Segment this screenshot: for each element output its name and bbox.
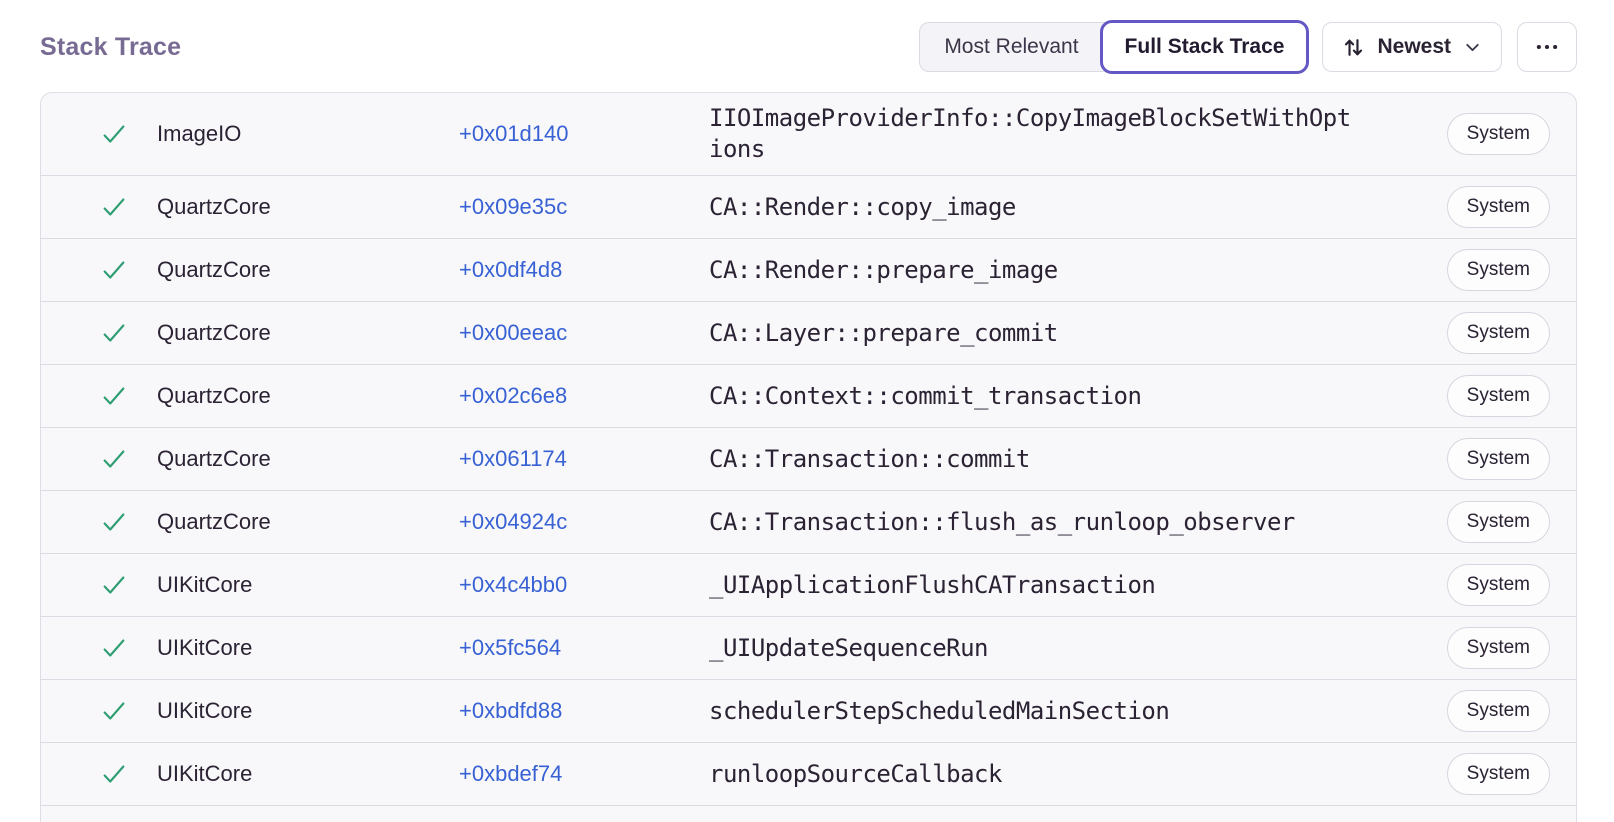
frame-function: _UIUpdateSequenceRun xyxy=(709,633,988,662)
frame-status-badge: System xyxy=(1446,438,1550,480)
stack-frame-row[interactable]: ImageIO +0x01d140 IIOImageProviderInfo::… xyxy=(41,93,1576,176)
frame-status-badge: System xyxy=(1446,113,1550,155)
frame-status-badge: System xyxy=(1446,312,1550,354)
next-row-partial xyxy=(41,806,1576,822)
frame-module: UIKitCore xyxy=(157,698,253,723)
frame-status-badge: System xyxy=(1446,249,1550,291)
frame-function: CA::Transaction::commit xyxy=(709,444,1030,473)
page-title: Stack Trace xyxy=(40,32,182,61)
frame-address-link[interactable]: +0x0df4d8 xyxy=(459,257,563,282)
frame-address-link[interactable]: +0x02c6e8 xyxy=(459,383,568,408)
checkmark-icon xyxy=(71,507,157,537)
view-toggle-group: Most Relevant Full Stack Trace xyxy=(919,20,1310,74)
frame-address-link[interactable]: +0x00eeac xyxy=(459,320,568,345)
stack-frame-row[interactable]: UIKitCore +0xbdef74 runloopSourceCallbac… xyxy=(41,743,1576,806)
frame-address-link[interactable]: +0xbdfd88 xyxy=(459,698,563,723)
frame-status-badge: System xyxy=(1446,375,1550,417)
frame-function: CA::Transaction::flush_as_runloop_observ… xyxy=(709,507,1295,536)
stack-frame-row[interactable]: UIKitCore +0x4c4bb0 _UIApplicationFlushC… xyxy=(41,554,1576,617)
frame-address-link[interactable]: +0x09e35c xyxy=(459,194,568,219)
toggle-full-stack-trace-button[interactable]: Full Stack Trace xyxy=(1099,20,1310,74)
checkmark-icon xyxy=(71,696,157,726)
frame-address-link[interactable]: +0x5fc564 xyxy=(459,635,562,660)
frame-module: UIKitCore xyxy=(157,635,253,660)
stack-frame-row[interactable]: UIKitCore +0x5fc564 _UIUpdateSequenceRun… xyxy=(41,617,1576,680)
checkmark-icon xyxy=(71,570,157,600)
frame-function: _UIApplicationFlushCATransaction xyxy=(709,570,1156,599)
frame-address-link[interactable]: +0x4c4bb0 xyxy=(459,572,568,597)
stack-trace-panel: ImageIO +0x01d140 IIOImageProviderInfo::… xyxy=(40,92,1577,822)
checkmark-icon xyxy=(71,255,157,285)
frame-status-badge: System xyxy=(1446,501,1550,543)
frame-module: QuartzCore xyxy=(157,257,271,282)
checkmark-icon xyxy=(71,759,157,789)
frame-module: UIKitCore xyxy=(157,572,253,597)
frame-function: CA::Render::prepare_image xyxy=(709,255,1058,284)
frame-function: runloopSourceCallback xyxy=(709,759,1002,788)
frame-address-link[interactable]: +0x061174 xyxy=(459,446,567,471)
toolbar-controls: Most Relevant Full Stack Trace Newest xyxy=(919,20,1577,74)
checkmark-icon xyxy=(71,318,157,348)
frame-module: QuartzCore xyxy=(157,383,271,408)
ellipsis-icon xyxy=(1534,34,1560,60)
checkmark-icon xyxy=(71,119,157,149)
checkmark-icon xyxy=(71,381,157,411)
sort-arrows-icon xyxy=(1341,35,1366,60)
frame-function: CA::Context::commit_transaction xyxy=(709,381,1142,410)
frame-status-badge: System xyxy=(1446,690,1550,732)
checkmark-icon xyxy=(71,192,157,222)
stack-frame-row[interactable]: UIKitCore +0xbdfd88 schedulerStepSchedul… xyxy=(41,680,1576,743)
frame-function: CA::Render::copy_image xyxy=(709,192,1016,221)
stack-frame-list: ImageIO +0x01d140 IIOImageProviderInfo::… xyxy=(41,93,1576,806)
frame-module: QuartzCore xyxy=(157,320,271,345)
frame-function: schedulerStepScheduledMainSection xyxy=(709,696,1170,725)
stack-trace-toolbar: Stack Trace Most Relevant Full Stack Tra… xyxy=(0,0,1614,74)
stack-frame-row[interactable]: QuartzCore +0x02c6e8 CA::Context::commit… xyxy=(41,365,1576,428)
frame-function: IIOImageProviderInfo::CopyImageBlockSetW… xyxy=(709,104,1351,163)
frame-address-link[interactable]: +0x01d140 xyxy=(459,121,569,146)
toggle-most-relevant-button[interactable]: Most Relevant xyxy=(920,23,1102,71)
overflow-menu-button[interactable] xyxy=(1517,22,1577,72)
sort-label: Newest xyxy=(1377,35,1451,58)
stack-frame-row[interactable]: QuartzCore +0x00eeac CA::Layer::prepare_… xyxy=(41,302,1576,365)
frame-status-badge: System xyxy=(1446,753,1550,795)
frame-status-badge: System xyxy=(1446,627,1550,669)
stack-frame-row[interactable]: QuartzCore +0x09e35c CA::Render::copy_im… xyxy=(41,176,1576,239)
checkmark-icon xyxy=(71,633,157,663)
frame-module: ImageIO xyxy=(157,121,242,146)
frame-status-badge: System xyxy=(1446,564,1550,606)
chevron-down-icon xyxy=(1462,37,1483,58)
frame-status-badge: System xyxy=(1446,186,1550,228)
stack-frame-row[interactable]: QuartzCore +0x04924c CA::Transaction::fl… xyxy=(41,491,1576,554)
frame-function: CA::Layer::prepare_commit xyxy=(709,318,1058,347)
frame-module: UIKitCore xyxy=(157,761,253,786)
stack-frame-row[interactable]: QuartzCore +0x0df4d8 CA::Render::prepare… xyxy=(41,239,1576,302)
frame-address-link[interactable]: +0x04924c xyxy=(459,509,568,534)
checkmark-icon xyxy=(71,444,157,474)
frame-module: QuartzCore xyxy=(157,194,271,219)
frame-module: QuartzCore xyxy=(157,509,271,534)
sort-newest-dropdown[interactable]: Newest xyxy=(1322,22,1502,72)
stack-frame-row[interactable]: QuartzCore +0x061174 CA::Transaction::co… xyxy=(41,428,1576,491)
frame-module: QuartzCore xyxy=(157,446,271,471)
frame-address-link[interactable]: +0xbdef74 xyxy=(459,761,563,786)
